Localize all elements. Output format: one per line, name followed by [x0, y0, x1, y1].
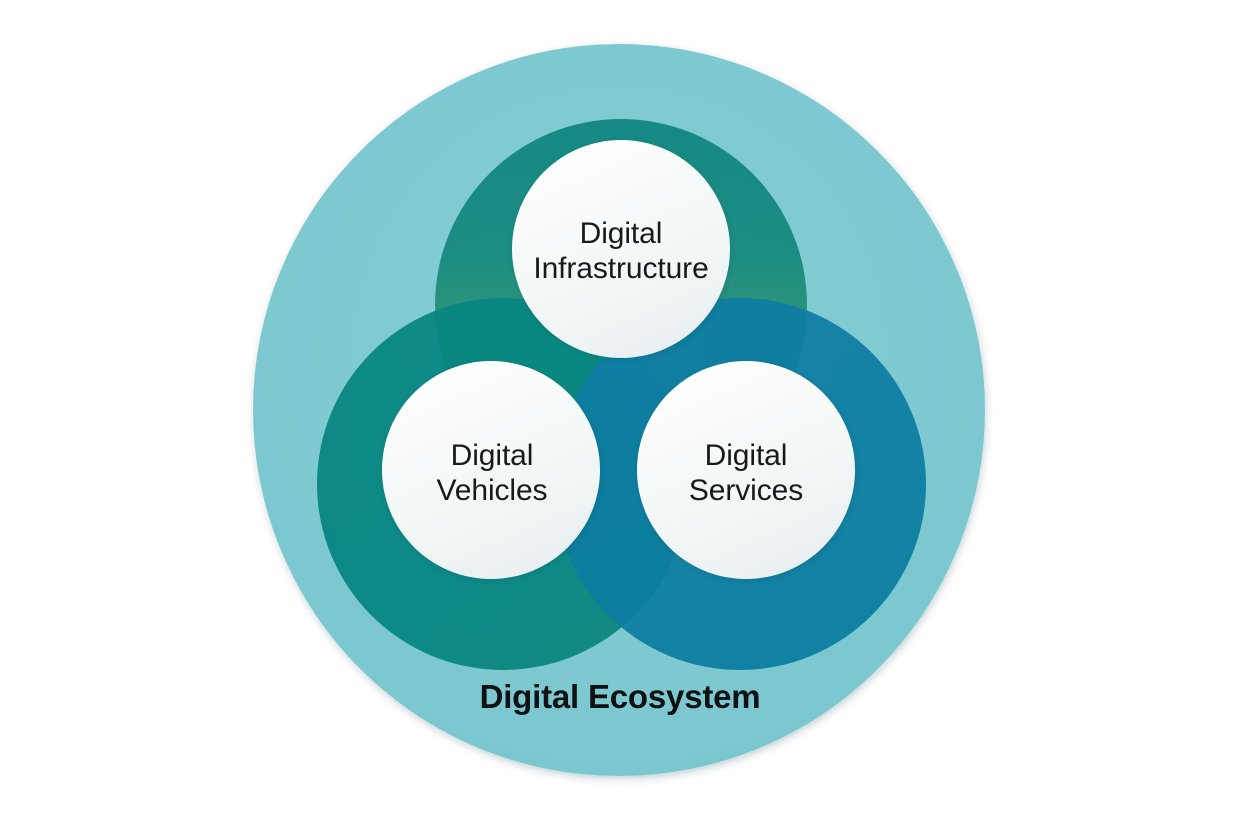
- digital-ecosystem-label: Digital Ecosystem: [479, 678, 761, 715]
- digital-vehicles-inner-circle[interactable]: [382, 361, 600, 579]
- digital-services-inner-circle[interactable]: [637, 361, 855, 579]
- digital-infrastructure-inner-circle[interactable]: [512, 140, 730, 358]
